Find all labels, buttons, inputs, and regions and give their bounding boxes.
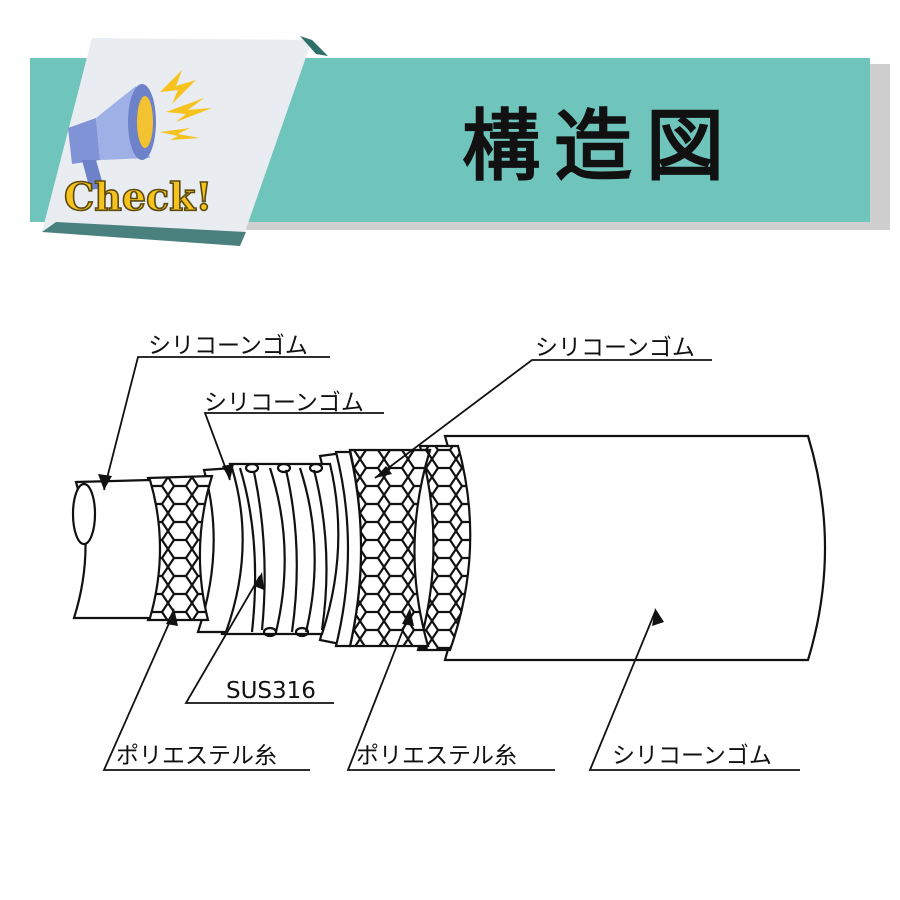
sus316-wire — [238, 467, 328, 633]
middle-rubber — [196, 466, 244, 634]
label-wire: SUS316 — [226, 678, 316, 704]
label-cover-rubber: シリコーンゴム — [612, 743, 772, 769]
check-badge: Check! — [42, 36, 328, 246]
label-outer-thread: ポリエステル糸 — [356, 743, 517, 769]
megaphone-icon — [68, 70, 212, 190]
page-title: 構造図 — [461, 102, 738, 192]
badge-background — [42, 38, 312, 246]
cover-rubber — [443, 434, 827, 662]
label-outer-layer-rubber: シリコーンゴム — [535, 335, 695, 361]
label-inner-rubber: シリコーンゴム — [148, 333, 308, 359]
label-inner-thread: ポリエステル糸 — [116, 743, 277, 769]
label-middle-rubber: シリコーンゴム — [204, 390, 364, 416]
outer-braid — [416, 444, 472, 652]
badge-text: Check! — [64, 174, 212, 219]
